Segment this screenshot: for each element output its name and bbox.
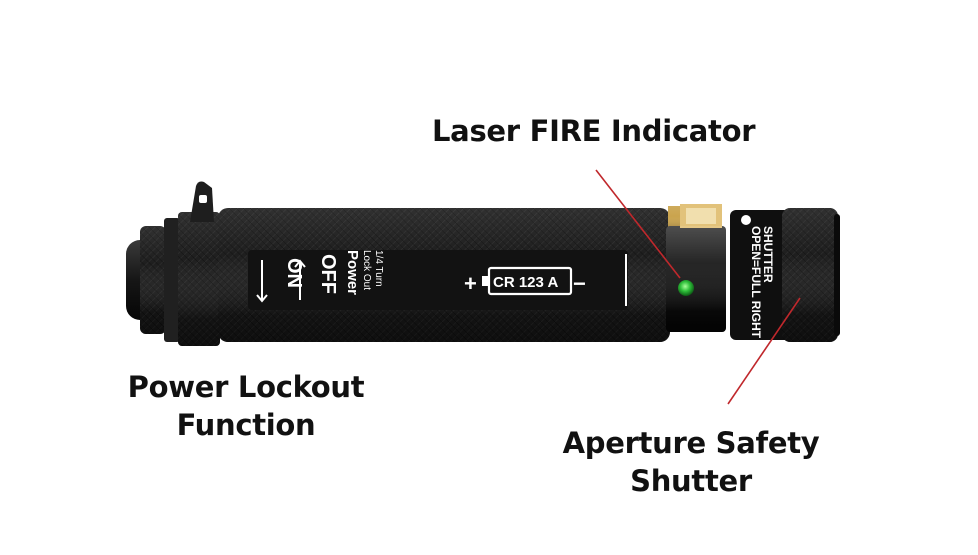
lockout-tab xyxy=(190,181,214,222)
power-markings: ON OFF Power Lock Out 1/4 Turn xyxy=(283,250,384,295)
off-label: OFF xyxy=(317,254,339,294)
shutter-label: SHUTTER xyxy=(761,226,775,283)
shutter-ring xyxy=(782,208,840,342)
battery-minus: − xyxy=(573,271,586,296)
direction-arrows xyxy=(256,259,306,303)
front-collar xyxy=(666,204,790,340)
callout-lockout-line1: Power Lockout xyxy=(127,370,365,404)
callout-power-lockout: Power Lockout Function xyxy=(118,368,374,444)
fire-leader-line xyxy=(595,169,681,279)
shutter-markings: SHUTTER OPEN=FULL RIGHT xyxy=(749,226,775,339)
fire-indicator-led xyxy=(678,280,694,296)
callout-fire-indicator: Laser FIRE Indicator xyxy=(432,112,756,150)
shutter-leader-line xyxy=(727,297,801,405)
end-cap xyxy=(126,212,220,346)
callout-aperture-shutter: Aperture Safety Shutter xyxy=(560,424,822,500)
quarter-turn-label: 1/4 Turn xyxy=(373,250,384,287)
lockout-label: Lock Out xyxy=(361,250,372,290)
power-label: Power xyxy=(344,250,361,295)
battery-label: CR 123 A xyxy=(493,274,558,291)
callout-shutter-line2: Shutter xyxy=(630,464,752,498)
shutter-open-label: OPEN=FULL RIGHT xyxy=(749,226,763,339)
battery-plus: + xyxy=(464,271,477,296)
callout-lockout-line2: Function xyxy=(176,408,316,442)
callout-shutter-line1: Aperture Safety xyxy=(562,426,820,460)
battery-symbol: + CR 123 A − xyxy=(464,254,627,306)
callout-fire-text: Laser FIRE Indicator xyxy=(432,114,756,148)
